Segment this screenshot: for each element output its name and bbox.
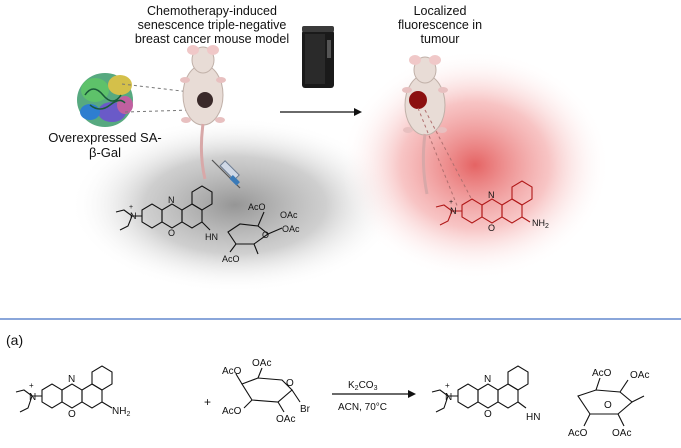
product-labels: N + N O NH2 [449, 190, 549, 233]
sugar-bromide-molecule [235, 367, 301, 413]
probe-charge: + [129, 204, 133, 211]
sugar-ring-o: O [286, 378, 294, 389]
probe-ac1: AcO [248, 202, 266, 212]
reaction-arrow [332, 390, 416, 398]
top-illustration: N + N O HN AcO OAc OAc AcO O N + N O NH2 [0, 26, 681, 320]
probe-n-plus: N [130, 211, 137, 221]
caption-localized-fluorescence: Localized fluorescence in tumour [397, 4, 483, 46]
sugar-oac-bottom: OAc [276, 414, 295, 425]
starting-material-molecule [15, 365, 113, 413]
sugar-bromide-labels: AcO OAc O AcO Br OAc [222, 358, 311, 425]
prod-charge: + [445, 381, 450, 390]
product-labels: N + N O HN O AcO OAc AcO OAc [445, 368, 649, 439]
probe-ac4: AcO [222, 254, 240, 264]
prod-n-plus: N [445, 392, 452, 403]
sm1-nh2: NH2 [112, 406, 130, 418]
tumor [197, 92, 213, 108]
prod-ring-o: O [604, 400, 612, 411]
probe-molecule [115, 185, 283, 255]
product-o-ring: O [488, 223, 495, 233]
prod-o-ring: O [484, 409, 492, 420]
probe-n-ring: N [168, 195, 175, 205]
imaging-device-icon [302, 26, 334, 88]
caption-enzyme: Overexpressed SA- β-Gal [48, 130, 162, 160]
sugar-oac-top: OAc [252, 358, 271, 369]
fluorescent-product-molecule [435, 180, 533, 226]
dashed-connector [424, 109, 473, 201]
sm1-charge: + [29, 381, 34, 390]
enzyme-structure-icon [77, 73, 133, 127]
dashed-connector [124, 109, 193, 113]
dashed-connector [121, 83, 191, 93]
starting-material-labels: N + N O NH2 [29, 374, 130, 420]
prod-oac-bottom: OAc [612, 428, 631, 439]
probe-o-ring: O [168, 228, 175, 238]
mouse-icon [180, 45, 226, 180]
sm1-n-plus: N [29, 392, 36, 403]
red-glow [340, 50, 610, 280]
probe-hn: HN [205, 232, 218, 242]
prod-aco-bottom: AcO [568, 428, 588, 439]
probe-labels: N + N O HN AcO OAc OAc AcO O [129, 195, 300, 264]
mouse-icon [402, 55, 448, 195]
reagent-conditions: ACN, 70°C [338, 402, 387, 413]
panel-label: (a) [6, 332, 24, 348]
tumor [409, 91, 427, 109]
reaction-scheme: N + N O NH2 + AcO OAc O AcO Br OAc K2CO3… [15, 358, 649, 439]
caption-mouse-model: Chemotherapy-induced senescence triple-n… [134, 4, 290, 46]
sm1-n-ring: N [68, 374, 75, 385]
sugar-aco-top: AcO [222, 366, 242, 377]
product-n-ring: N [488, 190, 495, 200]
syringe-icon [211, 159, 241, 189]
prod-hn: HN [526, 412, 540, 423]
prod-oac-right: OAc [630, 370, 649, 381]
sugar-aco-left: AcO [222, 406, 242, 417]
product-charge: + [449, 199, 453, 206]
probe-ac2: OAc [280, 210, 298, 220]
product-nh2: NH2 [532, 218, 549, 230]
reagent-k2co3: K2CO3 [348, 380, 378, 392]
sugar-br: Br [300, 404, 311, 415]
product-n-plus: N [450, 206, 457, 216]
product-molecule [431, 365, 645, 427]
plus-sign: + [204, 395, 211, 409]
prod-aco-top: AcO [592, 368, 612, 379]
prod-n-ring: N [484, 374, 491, 385]
sm1-o-ring: O [68, 409, 76, 420]
probe-ac3: OAc [282, 224, 300, 234]
probe-ring-o: O [262, 230, 269, 240]
gray-glow [70, 117, 400, 293]
process-arrow [280, 108, 362, 116]
